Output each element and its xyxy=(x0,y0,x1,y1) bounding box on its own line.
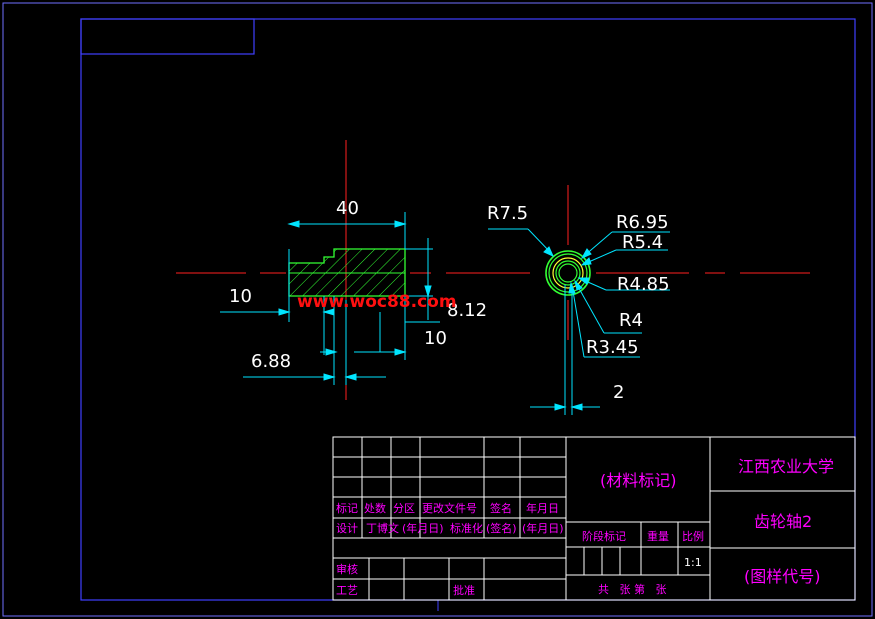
hdr-change-doc: 更改文件号 xyxy=(422,501,477,515)
dim-left-length: 10 xyxy=(229,286,252,307)
designer-name: 丁博文 xyxy=(366,521,399,535)
drawing-code: (图样代号) xyxy=(744,567,821,586)
standardize-sign: (签名) xyxy=(486,521,517,535)
dim-bottom-width: 2 xyxy=(613,382,624,403)
stage-mark-label: 阶段标记 xyxy=(582,529,626,543)
radius-label-r5-4: R5.4 xyxy=(622,232,663,253)
university-name: 江西农业大学 xyxy=(738,457,834,476)
title-block-text: 标记 处数 分区 更改文件号 签名 年月日 设计 丁博文 (年月日) 标准化 (… xyxy=(336,457,834,597)
standardize-label: 标准化 xyxy=(450,521,483,535)
scale-label: 比例 xyxy=(682,529,704,543)
section-circles xyxy=(545,250,591,296)
code-box xyxy=(80,18,255,55)
hdr-date: 年月日 xyxy=(526,501,559,515)
part-name: 齿轮轴2 xyxy=(754,512,812,531)
process-label: 工艺 xyxy=(336,584,358,597)
scale-value: 1:1 xyxy=(684,556,702,569)
review-label: 审核 xyxy=(336,562,358,576)
design-label: 设计 xyxy=(336,522,358,535)
radius-label-r4-85: R4.85 xyxy=(617,274,670,295)
radius-label-r6-95: R6.95 xyxy=(616,212,669,233)
sheets-label: 共 张 第 张 xyxy=(598,582,666,596)
hdr-sign: 签名 xyxy=(490,501,512,515)
watermark: www.woc88.com xyxy=(297,292,457,312)
dim-offset: 6.88 xyxy=(251,351,291,372)
approve-label: 批准 xyxy=(453,583,475,597)
dim-right-length: 10 xyxy=(424,328,447,349)
radius-label-r4: R4 xyxy=(619,310,643,331)
weight-label: 重量 xyxy=(647,529,669,543)
design-date: (年月日) xyxy=(402,521,444,535)
section-leaders xyxy=(488,228,670,415)
material-mark: (材料标记) xyxy=(600,471,677,490)
hdr-mark: 标记 xyxy=(336,501,358,515)
radius-label-r3-45: R3.45 xyxy=(586,337,639,358)
standardize-date: (年月日) xyxy=(522,521,564,535)
title-block xyxy=(332,436,856,601)
radius-label-r7-5: R7.5 xyxy=(487,203,528,224)
shaft-dimension-lines xyxy=(220,212,440,385)
hdr-zone: 分区 xyxy=(393,502,415,515)
dim-height: 8.12 xyxy=(447,300,487,321)
dim-overall-length: 40 xyxy=(336,198,359,219)
shaft-section xyxy=(288,248,406,297)
hdr-count: 处数 xyxy=(364,502,386,515)
